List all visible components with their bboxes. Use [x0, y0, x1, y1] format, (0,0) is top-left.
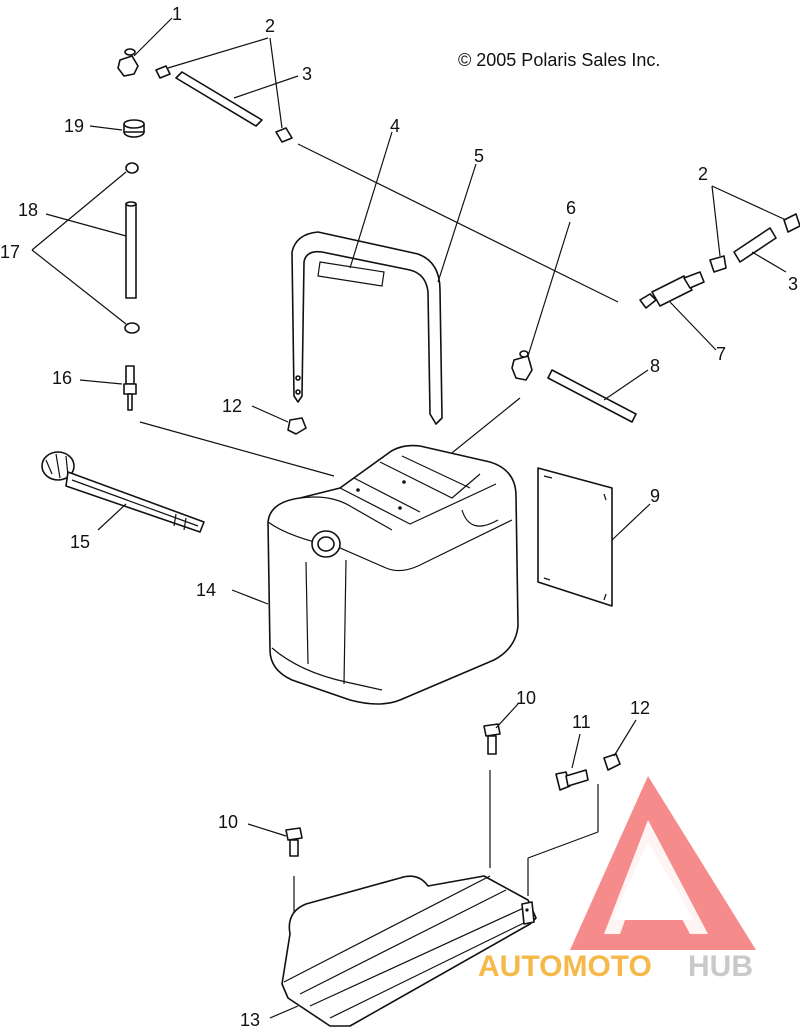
leader-12-lower: [613, 719, 637, 757]
callout-8: 8: [650, 356, 660, 376]
callout-4: 4: [390, 116, 400, 136]
leader-2a-1: [167, 37, 269, 69]
logo-text-hub: HUB: [688, 950, 753, 983]
part-14-fuel-tank: [267, 444, 519, 705]
callout-16: 16: [52, 368, 72, 388]
leader-6: [527, 221, 571, 357]
part-8-hose: [547, 369, 637, 423]
callout-11: 11: [572, 712, 591, 732]
leader-11: [571, 733, 581, 769]
leader-16: [79, 379, 123, 385]
part-3-hose-top: [175, 71, 263, 127]
part-10-bolt-right: [483, 723, 501, 755]
leader-2b-2: [711, 185, 787, 221]
callout-9: 9: [650, 486, 660, 506]
part-15-fuel-gauge-cap: [41, 451, 205, 533]
part-2-clamp-right-a: [709, 255, 727, 273]
callout-5: 5: [474, 146, 484, 166]
leader-1: [133, 17, 173, 57]
leader-17a: [31, 171, 127, 251]
part-12-nut-lower: [603, 753, 621, 771]
callout-3-right: 3: [788, 274, 798, 294]
callout-10-right: 10: [516, 688, 536, 708]
leader-3a: [233, 75, 299, 99]
leader-12-mid: [251, 405, 289, 423]
part-2-clamp-top-left: [155, 65, 171, 79]
leader-10-right: [495, 703, 519, 729]
routing-line-16: [139, 421, 335, 477]
part-13-skid-plate: [281, 875, 537, 1027]
leader-4: [349, 131, 393, 269]
part-11-bolt: [555, 769, 589, 791]
callout-19: 19: [64, 116, 84, 136]
part-9-pad: [537, 467, 613, 607]
automotohub-logo: AUTOMOTO HUB: [478, 776, 756, 983]
callout-2-top: 2: [265, 16, 275, 36]
callout-14: 14: [196, 580, 216, 600]
callout-12-lower: 12: [630, 698, 650, 718]
part-2-clamp-right-b: [783, 213, 800, 233]
leader-18: [45, 213, 127, 237]
callout-18: 18: [18, 200, 38, 220]
leader-10-left: [247, 823, 287, 837]
routing-line-7: [297, 143, 619, 303]
callout-6: 6: [566, 198, 576, 218]
leader-7: [669, 301, 717, 351]
callout-1: 1: [172, 4, 182, 24]
part-10-bolt-left: [285, 827, 303, 857]
assembly-line-12b: [527, 831, 599, 859]
leader-15: [97, 503, 127, 531]
callout-2-right: 2: [698, 164, 708, 184]
copyright-text: © 2005 Polaris Sales Inc.: [458, 50, 660, 70]
callout-17: 17: [0, 242, 20, 262]
logo-text-automoto: AUTOMOTO: [478, 950, 652, 983]
part-1-elbow-fitting: [117, 48, 139, 77]
part-6-elbow-fitting: [511, 350, 533, 381]
callout-10-left: 10: [218, 812, 238, 832]
leader-5: [437, 163, 477, 283]
leader-13: [269, 1005, 299, 1019]
leader-19: [89, 125, 123, 131]
leader-8: [603, 369, 649, 401]
callout-7: 7: [716, 344, 726, 364]
leader-9: [611, 503, 651, 541]
part-18-vent-tube: [125, 201, 137, 299]
leader-14: [231, 589, 269, 605]
leader-17b: [31, 249, 127, 325]
part-12-nut-mid: [287, 417, 307, 435]
leader-2b-1: [711, 185, 721, 257]
part-5-strap: [291, 231, 443, 425]
leader-3b: [751, 251, 787, 273]
part-2-clamp-top-right: [275, 127, 293, 143]
part-17-clamp-lower: [124, 322, 140, 334]
callout-3-top: 3: [302, 64, 312, 84]
part-17-clamp-upper: [125, 162, 139, 174]
callout-13: 13: [240, 1010, 260, 1030]
part-7-check-valve: [639, 271, 705, 309]
callout-15: 15: [70, 532, 90, 552]
part-16-vent-valve: [123, 365, 137, 411]
part-19-cap: [123, 119, 145, 138]
callout-12-mid: 12: [222, 396, 242, 416]
part-3-hose-right: [733, 227, 777, 263]
